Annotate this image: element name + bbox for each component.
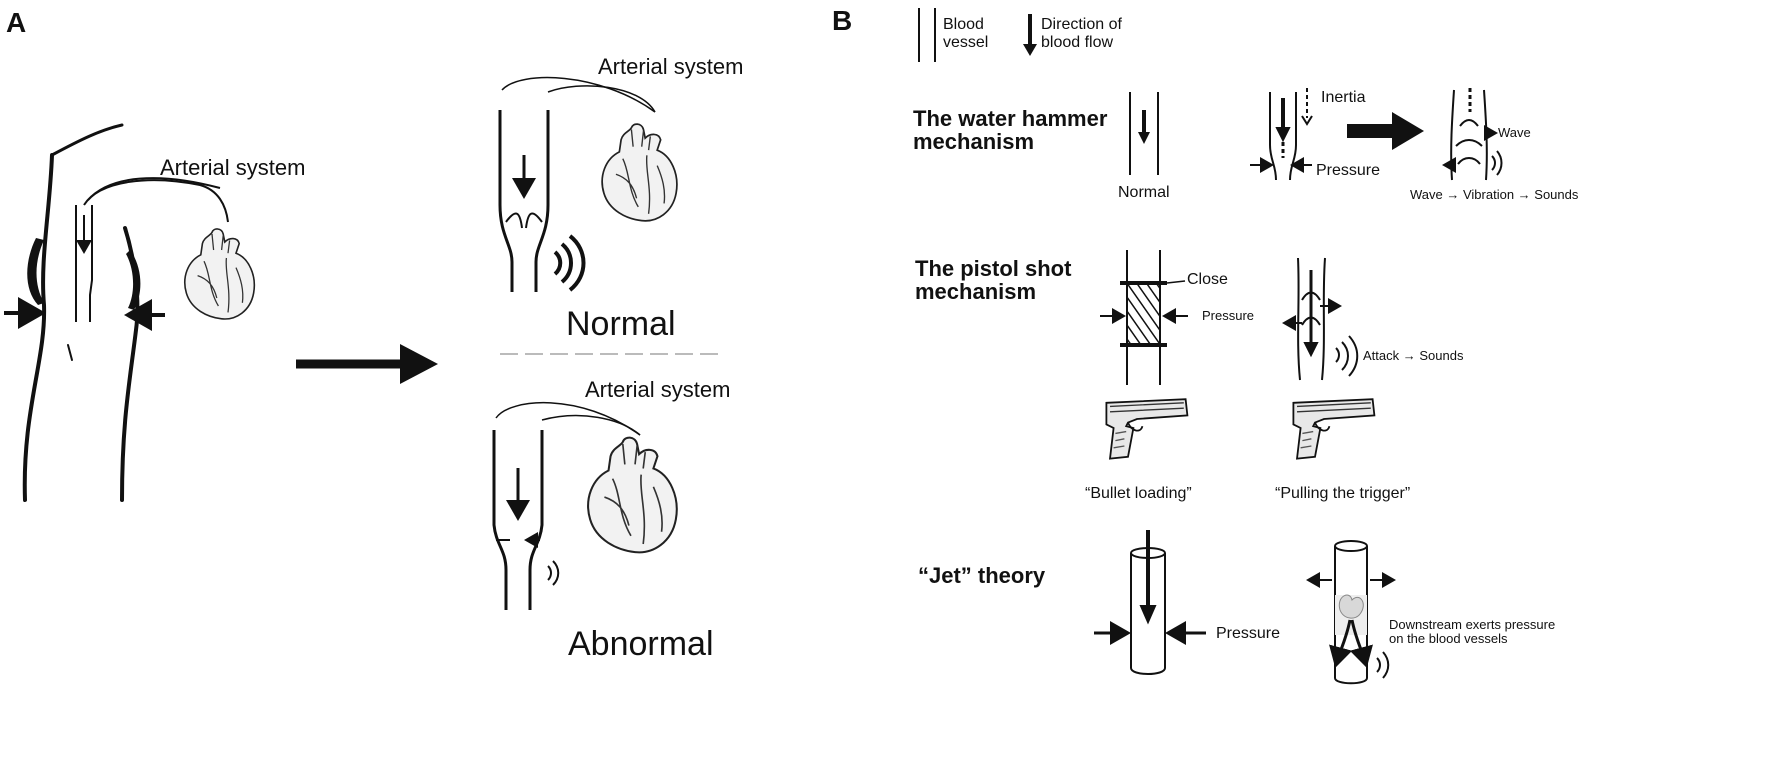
cuff-arrows bbox=[4, 297, 165, 331]
wh-normal-vessel bbox=[1129, 92, 1159, 175]
wh-chain-label: Wave → Vibration → Sounds bbox=[1410, 187, 1579, 202]
ps-trigger-label: “Pulling the trigger” bbox=[1275, 485, 1411, 502]
ps-pressure-label: Pressure bbox=[1202, 308, 1255, 323]
jet-pressure-vessel bbox=[1094, 530, 1206, 675]
gun-loading-icon bbox=[1105, 398, 1189, 460]
state-abnormal-label: Abnormal bbox=[568, 625, 714, 663]
jet-theory-title: “Jet” theory bbox=[918, 563, 1046, 588]
ps-attack-vessel bbox=[1282, 257, 1359, 381]
wh-pressure-label: Pressure bbox=[1316, 162, 1381, 179]
arterial-label-normal: Arterial system bbox=[598, 54, 744, 79]
wh-wave-label: Wave bbox=[1498, 125, 1531, 140]
main-arrow bbox=[296, 344, 438, 384]
sound-abnormal-icon bbox=[547, 560, 560, 586]
ps-close-vessel bbox=[1100, 250, 1188, 385]
wh-wave-vessel bbox=[1442, 88, 1503, 181]
wh-big-arrow bbox=[1347, 112, 1424, 150]
arterial-label-abnormal: Arterial system bbox=[585, 377, 731, 402]
arterial-label-left: Arterial system bbox=[160, 155, 306, 180]
panel-a-letter: A bbox=[6, 7, 27, 38]
vessel-normal bbox=[498, 76, 656, 292]
jet-pressure-label: Pressure bbox=[1216, 625, 1281, 642]
ps-close-label: Close bbox=[1187, 271, 1228, 288]
ps-bullet-label: “Bullet loading” bbox=[1085, 485, 1192, 502]
state-normal-label: Normal bbox=[566, 305, 676, 343]
heart-left-icon bbox=[183, 228, 256, 320]
legend-flow-arrow-icon bbox=[1023, 14, 1037, 56]
wh-normal-arrow bbox=[1138, 110, 1150, 144]
vessel-abnormal bbox=[492, 401, 641, 610]
gun-trigger-icon bbox=[1292, 398, 1376, 460]
wh-pressure-vessel bbox=[1250, 88, 1313, 181]
jet-downstream-vessel bbox=[1306, 540, 1396, 685]
panel-b-letter: B bbox=[832, 5, 853, 36]
ps-attack-label: Attack → Sounds bbox=[1363, 348, 1464, 363]
legend-vessel-icon bbox=[918, 8, 936, 62]
heart-abnormal-icon bbox=[587, 436, 678, 554]
wh-inertia-label: Inertia bbox=[1321, 89, 1366, 106]
artery-left bbox=[75, 177, 229, 322]
heart-normal-icon bbox=[601, 123, 678, 222]
cuff-bands bbox=[27, 238, 141, 310]
sound-normal-icon bbox=[553, 234, 586, 292]
wh-normal-label: Normal bbox=[1118, 184, 1170, 201]
